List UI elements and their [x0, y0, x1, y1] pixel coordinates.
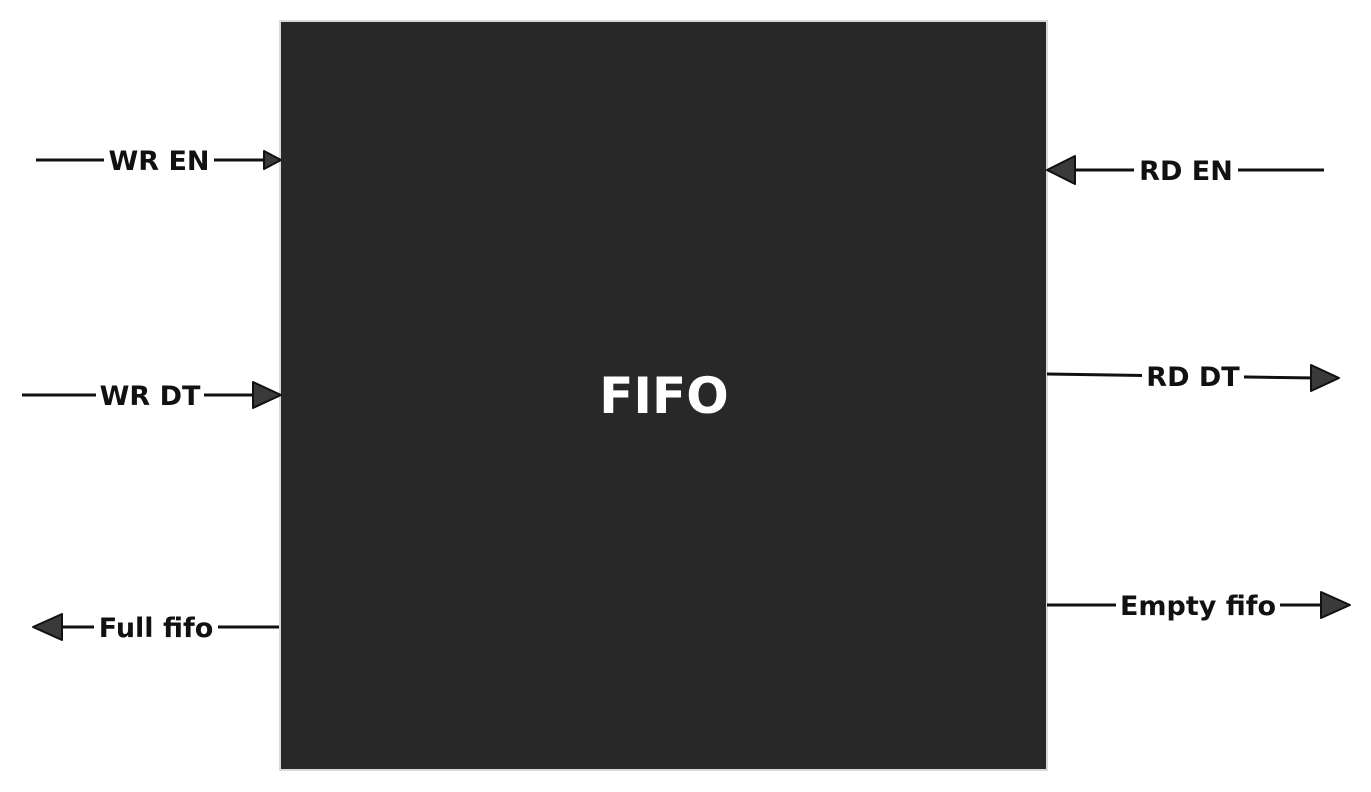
signal-empty-fifo: Empty fifo — [1047, 587, 1351, 623]
signal-rd-dt: RD DT — [1046, 358, 1340, 394]
fifo-block: FIFO — [279, 20, 1048, 771]
rd-dt-label: RD DT — [1146, 362, 1240, 393]
signal-wr-en: WR EN — [36, 142, 282, 178]
rd-en-label: RD EN — [1139, 156, 1233, 187]
wr-dt-label-bg — [96, 377, 204, 413]
empty-fifo-label-bg — [1116, 587, 1280, 623]
signal-full-fifo: Full fifo — [32, 609, 279, 645]
rd-dt-arrowhead — [1310, 364, 1340, 392]
wr-dt-arrowhead — [252, 381, 282, 409]
rd-en-label-bg — [1134, 152, 1238, 188]
empty-fifo-label: Empty fifo — [1120, 591, 1276, 622]
rd-en-arrowhead — [1046, 155, 1076, 185]
empty-fifo-arrowhead — [1320, 591, 1351, 619]
full-fifo-label: Full fifo — [99, 613, 214, 644]
full-fifo-arrowhead — [32, 613, 63, 641]
rd-dt-label-bg — [1142, 358, 1244, 394]
signal-wr-dt: WR DT — [22, 377, 282, 413]
wr-en-arrowhead — [263, 150, 282, 170]
wr-dt-label: WR DT — [100, 381, 201, 412]
full-fifo-label-bg — [94, 609, 218, 645]
fifo-block-label: FIFO — [599, 367, 728, 425]
signal-rd-en: RD EN — [1046, 152, 1324, 188]
wr-en-label: WR EN — [108, 146, 209, 177]
wr-en-label-bg — [104, 142, 214, 178]
fifo-block-body — [279, 20, 1048, 771]
